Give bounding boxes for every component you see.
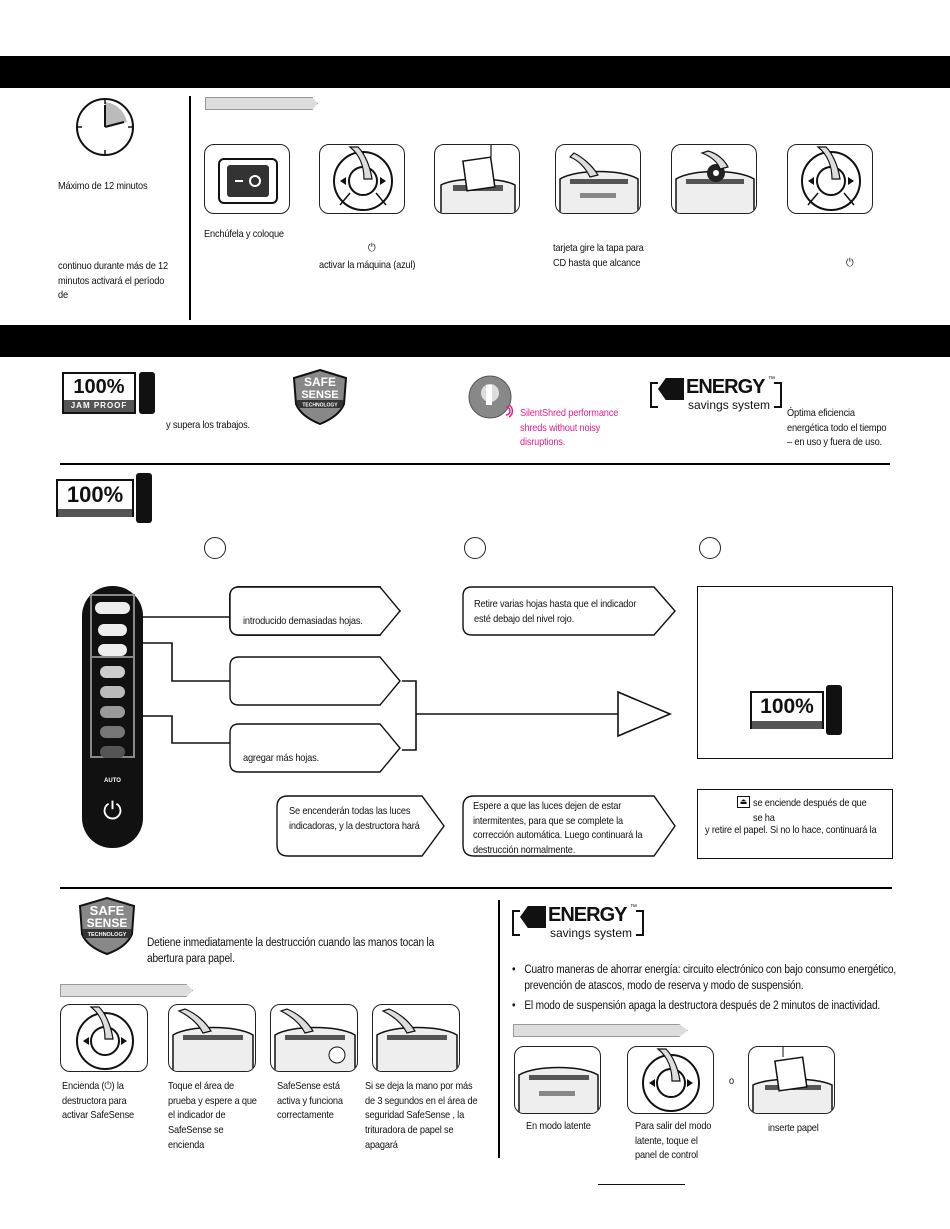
divider-vertical [189, 96, 191, 320]
svg-text:TECHNOLOGY: TECHNOLOGY [302, 403, 338, 409]
callout-wait [462, 795, 676, 857]
cd-slot-image [555, 144, 641, 214]
callout-all-lights [276, 795, 445, 857]
ss-step-2-image [168, 1004, 256, 1072]
control-panel-strip: AUTO ⏻ [82, 586, 143, 848]
jam-proof-text: y supera los trabajos. [166, 419, 250, 431]
energy-step-2-caption: Para salir del modo latente, toque el pa… [635, 1120, 712, 1162]
energy-step-3-caption: inserte papel [768, 1122, 819, 1134]
tab-label-bar-2 [60, 984, 193, 997]
reverse-icon: ⏏ [737, 796, 750, 808]
result-box: 100% [697, 586, 893, 759]
callout-empty [229, 656, 401, 706]
section-header-band-1 [0, 56, 950, 88]
energy-text: Óptima eficiencia energética todo el tie… [787, 407, 887, 449]
callout-remove-sheets [462, 586, 676, 636]
rule-2 [60, 887, 892, 889]
energy-step-1-caption: En modo latente [526, 1120, 591, 1132]
or-text: o [729, 1075, 734, 1087]
ss-step-4-image [372, 1004, 460, 1072]
energy-savings-logo: ENERGY ™ savings system [650, 376, 785, 414]
jam-proof-badge: 100% JAM PROOF [62, 372, 158, 414]
circle-marker-1 [204, 537, 226, 559]
section-header-band-2 [0, 325, 950, 357]
jam-proof-badge-result: 100% [750, 685, 846, 735]
tab-label-bar [205, 97, 318, 110]
svg-text:TECHNOLOGY: TECHNOLOGY [88, 932, 127, 938]
switch-image [204, 144, 290, 214]
insert-paper-image [748, 1046, 835, 1114]
ss-step-1-image [60, 1004, 148, 1072]
reverse-line-1: se enciende después de que se ha [753, 797, 867, 824]
connector-lines [142, 616, 673, 751]
svg-text:SENSE: SENSE [87, 916, 128, 930]
control-panel-image-2 [787, 144, 873, 214]
ss-step-3-caption: SafeSense está activa y funciona correct… [277, 1080, 343, 1122]
ss-step-1-caption: Encienda (⏻) la destructora para activar… [62, 1080, 135, 1122]
callout-3-text: agregar más hojas. [243, 752, 319, 764]
callout-red-text: Retire varias hojas hasta que el indicad… [474, 598, 637, 625]
control-panel-image [319, 144, 405, 214]
footer-rule [598, 1184, 685, 1185]
divider-vertical-2 [498, 900, 500, 1158]
svg-text:SAFE: SAFE [90, 903, 125, 918]
callout-all-lights-text: Se encenderán todas las luces indicadora… [289, 805, 420, 832]
svg-text:SAFE: SAFE [304, 375, 336, 389]
exit-sleep-image [627, 1046, 714, 1114]
power-icon-2: ⏻ [846, 257, 854, 269]
reverse-line-2: y retire el papel. Si no lo hace, contin… [705, 824, 877, 836]
step-2-caption: activar la máquina (azul) [319, 259, 416, 271]
callout-1-text: introducido demasiadas hojas. [243, 615, 363, 627]
safesense-description: Detiene inmediatamente la destrucción cu… [147, 937, 435, 966]
energy-bullet-1: Cuatro maneras de ahorrar energía: circu… [512, 962, 904, 994]
continuous-note: continuo durante más de 12 minutos activ… [58, 260, 168, 302]
callout-add-sheets [229, 723, 401, 773]
ss-step-4-caption: Si se deja la mano por más de 3 segundos… [365, 1080, 478, 1151]
safe-sense-shield-icon: SAFE SENSE TECHNOLOGY [292, 368, 348, 426]
step-1-caption: Enchúfela y coloque [204, 228, 284, 240]
circle-marker-2 [464, 537, 486, 559]
circle-marker-3 [699, 537, 721, 559]
silent-shred-icon [468, 375, 514, 419]
reverse-box [697, 789, 893, 859]
svg-text:SENSE: SENSE [301, 389, 338, 401]
ss-step-3-image [270, 1004, 358, 1072]
cd-insert-image [671, 144, 757, 214]
max-time-text: Máximo de 12 minutos [58, 180, 148, 192]
power-icon: ⏻ [368, 242, 376, 254]
clock-icon [76, 98, 134, 156]
rule-1 [60, 463, 890, 465]
safe-sense-shield-icon-2: SAFE SENSE TECHNOLOGY [78, 896, 136, 956]
ss-step-2-caption: Toque el área de prueba y espere a que e… [168, 1080, 257, 1151]
callout-wait-text: Espere a que las luces dejen de estar in… [473, 800, 643, 857]
power-button-icon: ⏻ [103, 798, 122, 825]
step-4-caption: tarjeta gire la tapa para CD hasta que a… [553, 242, 644, 269]
energy-bullet-2: El modo de suspensión apaga la destructo… [512, 998, 904, 1014]
paper-insert-image [434, 144, 520, 214]
energy-savings-logo-2: ENERGY ™ savings system [512, 904, 647, 942]
jam-proof-badge-large: 100% [56, 473, 156, 523]
silent-shred-text: SilentShred performance shreds without n… [520, 407, 619, 449]
tab-label-bar-3 [513, 1024, 688, 1037]
sleep-mode-image [514, 1046, 601, 1114]
auto-label: AUTO [104, 778, 121, 784]
energy-bullets: Cuatro maneras de ahorrar energía: circu… [512, 962, 904, 1018]
